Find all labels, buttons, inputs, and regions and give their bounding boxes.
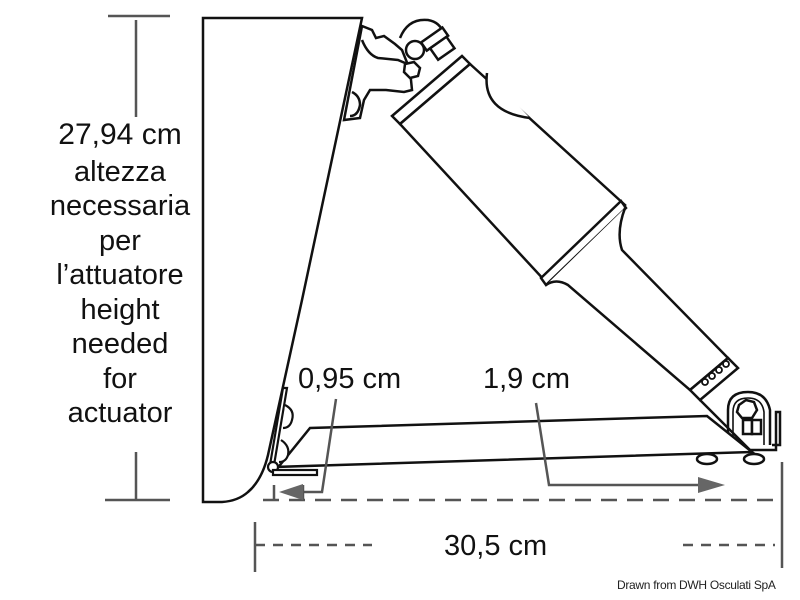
height-annotation: 27,94 cm altezza necessaria per l’attuat…	[30, 118, 210, 431]
dim-095-arrowhead	[279, 484, 303, 500]
actuator-top-clevis	[398, 18, 457, 62]
height-value: 27,94 cm	[58, 118, 182, 151]
transom-hull	[201, 16, 364, 504]
dim-305-label: 30,5 cm	[444, 530, 548, 562]
height-label-it-1: altezza	[74, 155, 166, 188]
height-label-it-2: necessaria	[49, 190, 191, 222]
upper-bracket	[342, 24, 422, 122]
hinge	[266, 386, 319, 477]
dim-095-label: 0,95 cm	[298, 363, 402, 395]
dim-19-label: 1,9 cm	[483, 363, 571, 395]
credit-caption: Drawn from DWH Osculati SpA	[617, 578, 776, 592]
height-dimension-line	[105, 14, 170, 502]
dim-19-arrowhead	[698, 477, 725, 493]
height-label-en-2: needed	[71, 328, 169, 360]
height-label-en-4: actuator	[67, 397, 173, 429]
height-label-en-1: height	[80, 293, 160, 326]
actuator-cylinder	[390, 54, 740, 402]
dim-305-line	[253, 462, 784, 572]
height-label-it-3: per	[99, 224, 141, 257]
lower-clevis	[700, 390, 782, 452]
trim-plate	[273, 399, 766, 473]
height-label-it-4: l’attuatore	[56, 259, 184, 291]
height-label-en-3: for	[103, 362, 137, 395]
dim-19-leader	[534, 402, 700, 487]
